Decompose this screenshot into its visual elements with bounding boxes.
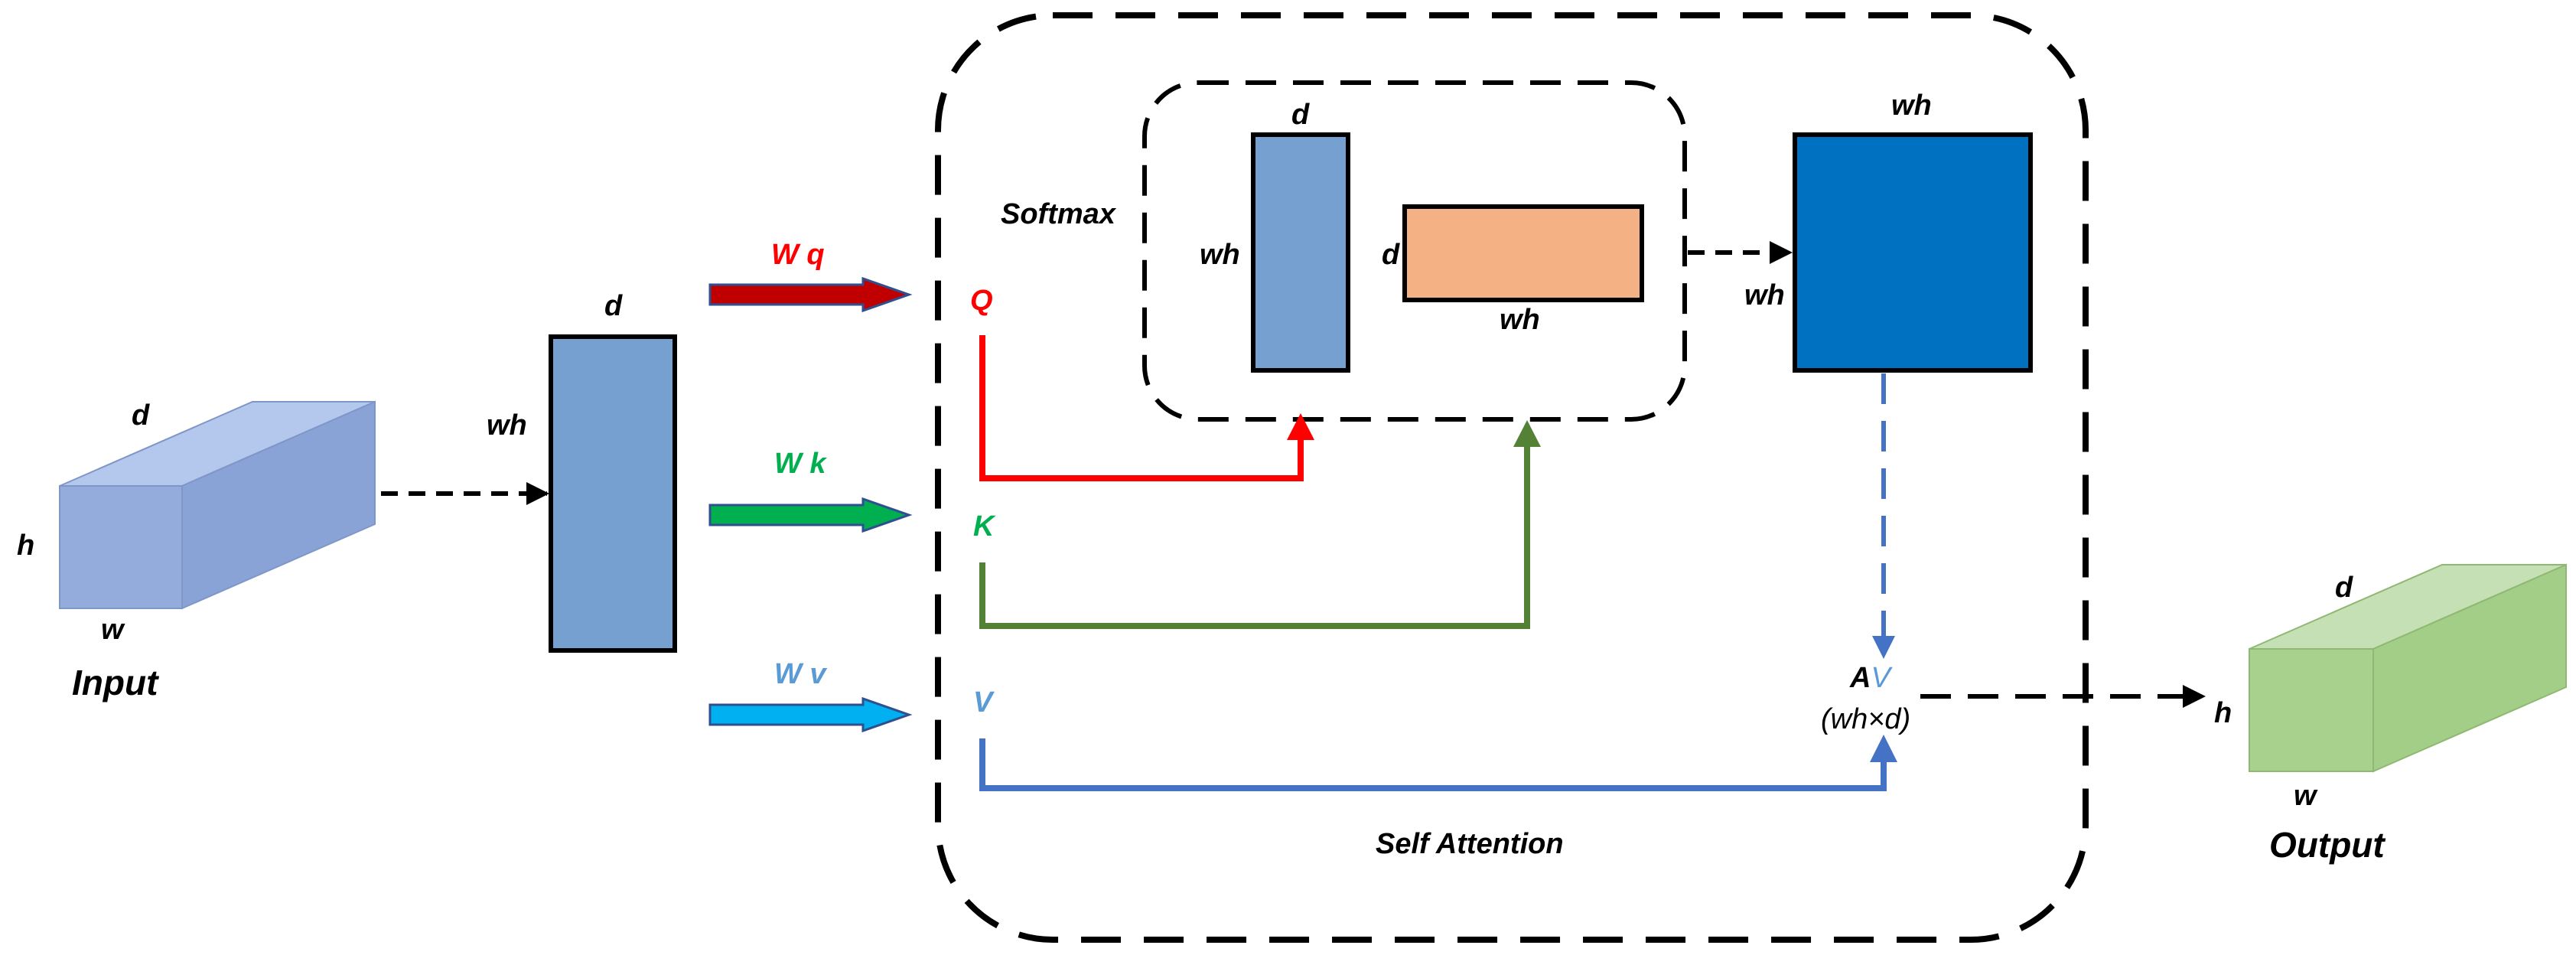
input-tensor — [59, 400, 376, 610]
wv-label: W v — [774, 658, 827, 690]
v-elbow-arrow-icon — [979, 738, 1887, 791]
wv-arrow-icon — [708, 696, 913, 733]
attention-wh-left-label: wh — [1744, 279, 1785, 311]
v-arrowhead-icon — [1870, 735, 1897, 762]
output-d-label: d — [2335, 572, 2353, 604]
softmax-box — [1142, 80, 1687, 422]
av-v-text: V — [1871, 662, 1893, 694]
reshape-wh-label: wh — [487, 409, 527, 442]
av-a-text: A — [1849, 662, 1871, 694]
reshaped-matrix — [549, 334, 677, 653]
q-arrowhead-icon — [1287, 413, 1314, 440]
k-bar-d-label: d — [1382, 239, 1400, 271]
reshape-d-label: d — [604, 290, 623, 322]
input-w-label: w — [101, 614, 125, 646]
q-bar-d-label: d — [1291, 99, 1310, 131]
k-arrowhead-icon — [1513, 420, 1541, 447]
input-title: Input — [72, 663, 159, 702]
key-matrix-transposed — [1402, 204, 1644, 302]
av-label: AV — [1849, 662, 1893, 694]
wq-arrow-icon — [708, 276, 913, 313]
output-tensor — [2249, 563, 2567, 773]
wk-label: W k — [774, 448, 827, 480]
k-label: K — [973, 510, 996, 543]
attention-wh-top-label: wh — [1891, 90, 1932, 122]
query-matrix — [1251, 132, 1350, 373]
wk-arrow-icon — [708, 497, 913, 533]
k-elbow-arrow-icon — [979, 444, 1530, 629]
q-bar-wh-label: wh — [1200, 239, 1240, 271]
input-d-label: d — [132, 399, 150, 432]
output-w-label: w — [2294, 780, 2318, 812]
q-label: Q — [970, 285, 993, 317]
output-title: Output — [2269, 825, 2385, 865]
softmax-label: Softmax — [1001, 198, 1117, 230]
wq-label: W q — [771, 239, 825, 271]
v-label: V — [973, 686, 995, 719]
output-h-label: h — [2214, 697, 2232, 729]
self-attention-label: Self Attention — [1376, 828, 1564, 860]
av-dims-label: (wh×d) — [1821, 703, 1910, 735]
q-elbow-arrow-icon — [979, 335, 1304, 481]
attention-map — [1793, 132, 2033, 373]
input-h-label: h — [17, 530, 34, 562]
self-attention-box — [935, 12, 2089, 943]
k-bar-wh-label: wh — [1500, 304, 1540, 336]
